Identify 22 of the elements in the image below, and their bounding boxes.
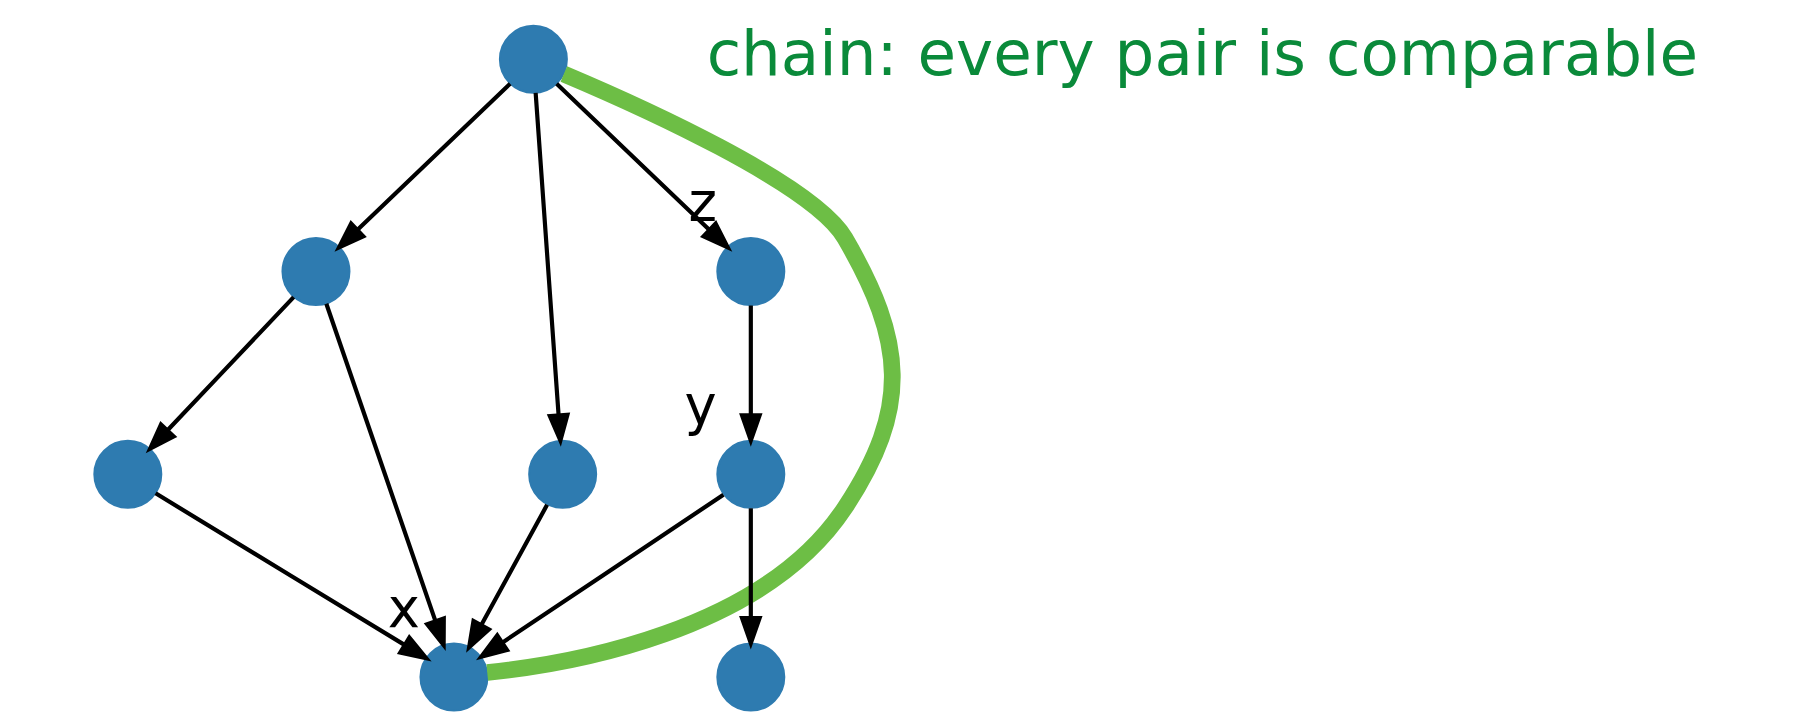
arrow [154, 491, 432, 662]
node-circle [716, 642, 786, 712]
arrow [739, 508, 763, 650]
arrow [739, 305, 763, 447]
node-circle [419, 642, 489, 712]
arrow [334, 82, 512, 252]
node-circle [716, 237, 786, 306]
label: chain: every pair is comparable [706, 16, 1699, 90]
arrow [466, 503, 549, 653]
node-label: y [684, 373, 717, 437]
arrow [145, 295, 296, 454]
arrow [533, 92, 571, 447]
node-label: x [387, 576, 420, 640]
arrow [555, 82, 733, 252]
node-circle [528, 439, 598, 509]
arrow [476, 493, 725, 661]
node-circle [281, 237, 351, 306]
node-circle [498, 24, 568, 94]
connector [486, 66, 901, 681]
node-circle [93, 439, 163, 509]
arrow [324, 303, 446, 651]
node-circle [716, 439, 786, 509]
